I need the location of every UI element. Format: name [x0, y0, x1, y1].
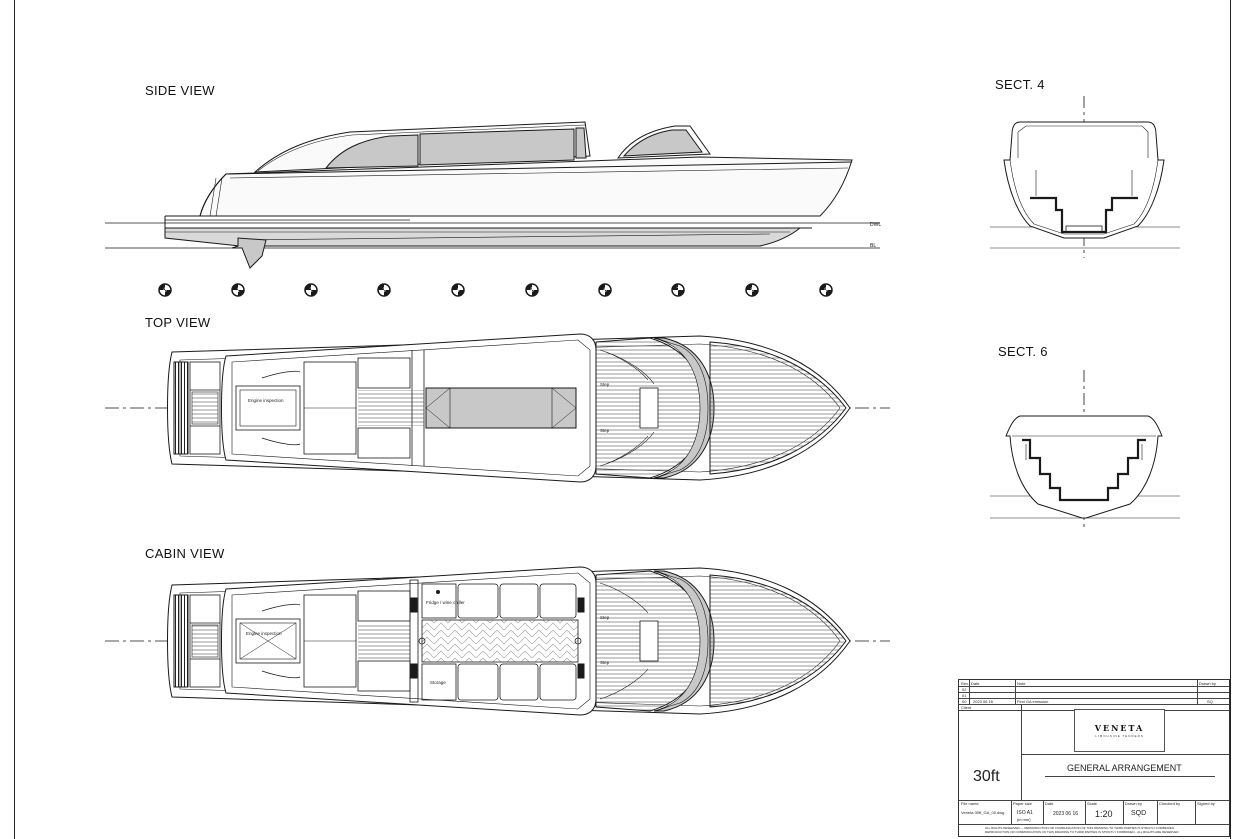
rev-header: Rev. [961, 681, 969, 686]
note-header: Note [1017, 681, 1026, 686]
dwl-label: DWL [870, 222, 881, 228]
rev-row-3-by: SQ [1207, 699, 1213, 704]
section-4-drawing [990, 96, 1180, 258]
station-markers: 0 1 2 3 4 5 6 7 8 9 [158, 283, 833, 297]
station-label-0: 0 [163, 288, 167, 294]
signed-by-label: Signed by [1197, 801, 1215, 806]
station-label-6: 6 [603, 288, 607, 294]
copyright-line-2: REPRODUCTION OR COMMUNICATION OF THIS DR… [985, 830, 1179, 834]
veneta-logo: VENETA LIMOUSINE TENDERS [1074, 709, 1165, 752]
rev-row-3-date: 2023 06 16 [973, 699, 994, 704]
station-label-5: 5 [530, 288, 534, 294]
side-view-drawing [105, 121, 880, 269]
station-label-8: 8 [750, 288, 754, 294]
step-label-top-2: Step [600, 428, 610, 433]
step-label-cabin-1: Step [600, 615, 610, 620]
sheet-border-left [14, 0, 15, 839]
drawn-by-label: Drawn by [1125, 801, 1142, 806]
cabin-view-drawing [105, 566, 890, 716]
drawn-by-header: Drawn by [1199, 681, 1216, 686]
section-4-label: SECT. 4 [995, 77, 1045, 92]
logo-brand: VENETA [1094, 723, 1145, 733]
bl-label: BL [870, 243, 876, 249]
station-marker-3: 3 [377, 283, 391, 297]
client-label: Client [961, 705, 972, 710]
cabin-view-label: CABIN VIEW [145, 546, 225, 561]
engine-inspection-label-top: Engine inspection [248, 398, 284, 403]
top-view-label: TOP VIEW [145, 315, 211, 330]
date-header: Date [971, 681, 980, 686]
drawing-title: GENERAL ARRANGEMENT [1067, 763, 1182, 773]
date-value: 2023 06 16 [1053, 811, 1079, 817]
step-label-top-1: Step [600, 382, 610, 387]
station-marker-4: 4 [451, 283, 465, 297]
paper-size-sub: (in mm) [1017, 817, 1031, 822]
boat-size: 30ft [973, 768, 1000, 785]
station-label-1: 1 [236, 288, 240, 294]
section-6-label: SECT. 6 [998, 344, 1048, 359]
file-name-label: File name [961, 801, 979, 806]
top-view-drawing [105, 333, 890, 483]
copyright-line-1: ALL RIGHTS RESERVED — REPRODUCTION OR CO… [985, 826, 1174, 830]
station-marker-0: 0 [158, 283, 172, 297]
station-marker-2: 2 [304, 283, 318, 297]
engine-inspection-label-cabin: Engine inspection [246, 631, 282, 636]
paper-size-label: Paper size [1013, 801, 1032, 806]
station-label-3: 3 [382, 288, 386, 294]
rev-row-3-note: First GA emission [1017, 699, 1049, 704]
station-marker-6: 6 [598, 283, 612, 297]
side-view-label: SIDE VIEW [145, 83, 215, 98]
paper-size-value: ISO A1 [1017, 810, 1033, 816]
logo-subtitle: LIMOUSINE TENDERS [1095, 734, 1144, 738]
file-name-value: Veneta 30ft_GA_00.dwg [961, 810, 1005, 815]
date-label: Date [1045, 801, 1054, 806]
rev-row-2: 01 [962, 693, 967, 698]
station-marker-7: 7 [671, 283, 685, 297]
station-label-2: 2 [309, 288, 313, 294]
section-6-drawing [990, 370, 1180, 528]
station-marker-5: 5 [525, 283, 539, 297]
sheet-border-right [1230, 0, 1231, 839]
storage-label: Storage [430, 680, 446, 685]
station-label-7: 7 [676, 288, 680, 294]
rev-row-1: 02 [962, 687, 967, 692]
fridge-label: Fridge / wine chiller [426, 600, 465, 605]
scale-value: 1:20 [1095, 809, 1113, 819]
station-marker-9: 9 [819, 283, 833, 297]
station-marker-8: 8 [745, 283, 759, 297]
station-marker-1: 1 [231, 283, 245, 297]
drawn-by-value: SQD [1131, 810, 1147, 817]
rev-row-3: 00 [962, 699, 967, 704]
scale-label: Scale [1087, 801, 1098, 806]
title-block: Rev. Date Note Drawn by 02 01 00 2023 06… [958, 679, 1230, 837]
checked-by-label: Checked by [1159, 801, 1181, 806]
station-label-9: 9 [824, 288, 828, 294]
step-label-cabin-2: Step [600, 660, 610, 665]
station-label-4: 4 [456, 288, 460, 294]
